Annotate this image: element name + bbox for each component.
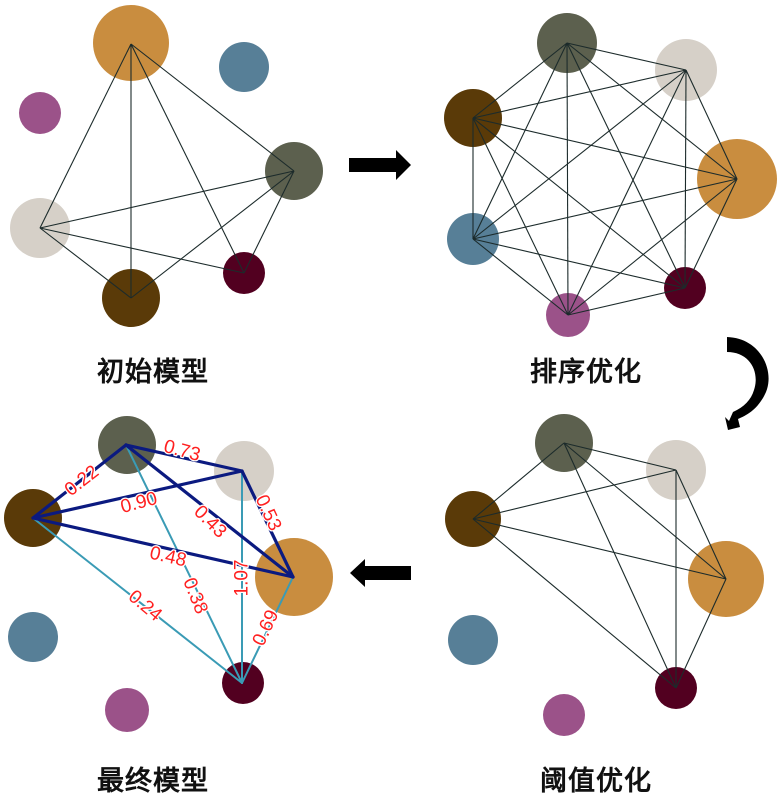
node-purple <box>19 92 61 134</box>
edge-orange-maroon <box>130 43 245 274</box>
edge-weight-label: 0.38 <box>178 575 211 617</box>
edge-orange-maroon <box>675 578 727 689</box>
edge-graygreen-brown <box>31 443 128 520</box>
edge-lightgray-blue <box>472 69 687 240</box>
edge-weight-label: 0.48 <box>148 543 189 572</box>
edge-brown-maroon <box>32 517 243 684</box>
edge-brown-lightgray <box>472 469 677 520</box>
edge-lightgray-orange <box>240 469 295 579</box>
edge-graygreen-blue <box>472 42 568 240</box>
edge-blue-maroon <box>472 238 686 289</box>
edge-graygreen-maroon <box>243 170 295 274</box>
label-initial-model: 初始模型 <box>97 357 209 388</box>
edge-orange-lightgray <box>39 43 132 229</box>
edge-weight-label: 0.53 <box>251 492 286 534</box>
edge-orange-purple <box>567 178 738 316</box>
node-purple <box>105 688 149 732</box>
node-purple <box>543 694 585 736</box>
edge-lightgray-purple <box>567 69 687 316</box>
edge-orange-graygreen <box>130 43 295 172</box>
edge-graygreen-maroon <box>125 444 243 684</box>
label-sorting-optimization: 排序优化 <box>530 357 642 388</box>
edge-brown-maroon <box>472 518 677 689</box>
edge-orange-maroon <box>684 178 738 289</box>
edge-brown-maroon <box>472 117 686 289</box>
edge-graygreen-brown <box>130 170 295 299</box>
edge-weight-label: 0.24 <box>124 586 166 626</box>
edge-brown-lightgray <box>31 469 244 520</box>
edge-brown-orange <box>472 518 727 580</box>
node-orange <box>93 5 169 81</box>
node-blue <box>219 42 269 92</box>
edge-lightgray-orange <box>685 69 738 180</box>
left-arrow-icon <box>350 559 411 587</box>
label-threshold-optimization: 阈值优化 <box>540 766 652 797</box>
edge-graygreen-lightgray <box>124 443 244 473</box>
edge-weight-label: 0.43 <box>189 501 230 542</box>
edges <box>31 443 295 684</box>
edge-orange-maroon <box>241 576 294 684</box>
nodes <box>10 5 323 327</box>
edges <box>472 42 738 316</box>
nodes <box>445 414 764 736</box>
panel-sorting-optimization <box>444 13 777 337</box>
edge-brown-orange <box>31 516 295 579</box>
node-lightgray <box>214 441 274 501</box>
node-blue <box>8 612 58 662</box>
edge-graygreen-maroon <box>563 442 677 689</box>
right-arrow-icon <box>349 150 411 180</box>
edge-lightgray-maroon <box>39 227 245 274</box>
edge-graygreen-lightgray <box>563 442 677 471</box>
edge-graygreen-orange <box>563 442 727 580</box>
edge-graygreen-lightgray <box>39 170 295 229</box>
edge-weight-label: 0.90 <box>118 488 159 518</box>
label-final-model: 最终模型 <box>97 766 209 797</box>
edges <box>472 442 727 689</box>
edge-lightgray-maroon <box>684 69 687 289</box>
edge-brown-purple <box>472 117 569 316</box>
edge-weight-label: 1.07 <box>232 560 253 597</box>
edge-weight-label: 0.69 <box>249 607 284 649</box>
edge-orange-blue <box>472 178 738 240</box>
edge-graygreen-brown <box>472 442 565 520</box>
nodes <box>444 13 777 337</box>
edge-lightgray-brown <box>472 69 687 119</box>
edge-graygreen-purple <box>566 42 569 316</box>
edge-graygreen-brown <box>472 42 568 119</box>
curved-down-arrow-icon <box>725 337 769 430</box>
edge-graygreen-maroon <box>566 42 686 289</box>
edge-lightgray-orange <box>675 469 727 580</box>
node-blue <box>448 615 498 665</box>
edge-lightgray-brown <box>39 227 132 299</box>
panel-initial-model <box>10 5 323 327</box>
edge-maroon-purple <box>567 287 686 316</box>
edge-blue-purple <box>472 238 569 316</box>
edge-graygreen-orange <box>566 42 738 180</box>
edge-graygreen-lightgray <box>566 42 687 71</box>
edge-graygreen-orange <box>124 443 295 579</box>
panel-threshold-optimization <box>445 414 764 736</box>
edge-weight-label: 0.73 <box>161 436 202 466</box>
edges <box>39 43 295 299</box>
edge-brown-orange <box>472 117 738 180</box>
